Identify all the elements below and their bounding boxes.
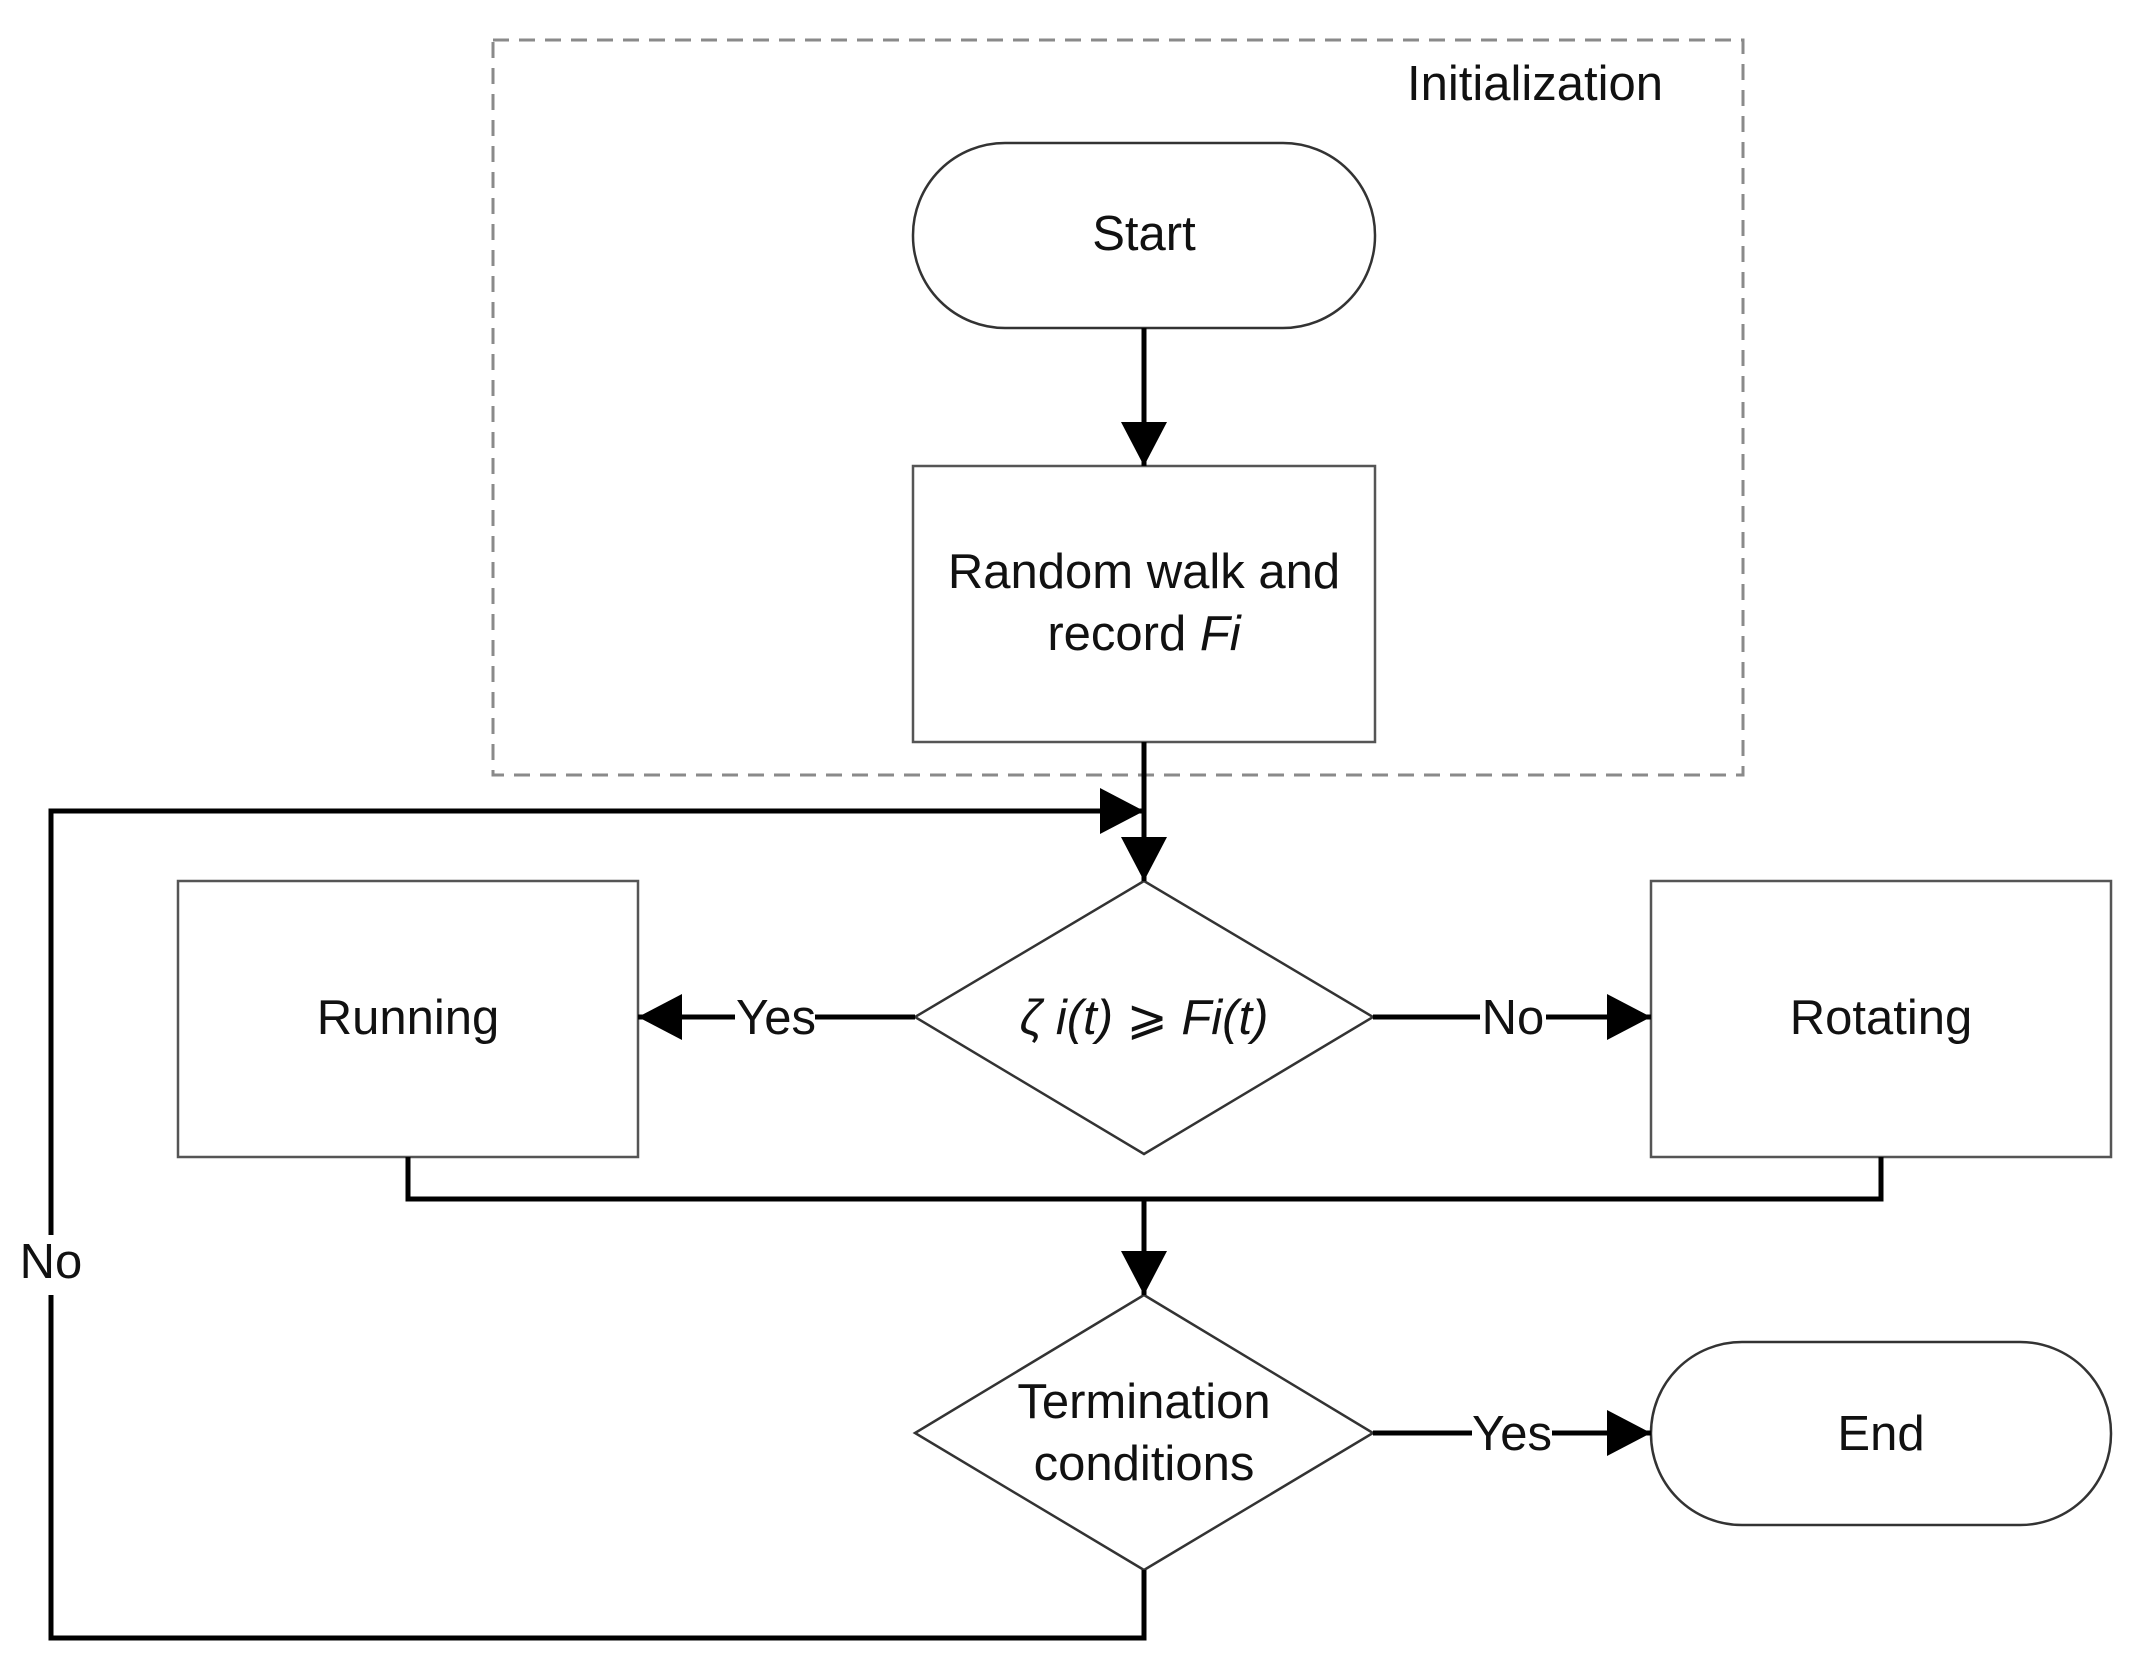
random-walk-node: [911, 464, 1377, 744]
initialization-label: Initialization: [1407, 57, 1663, 111]
termination-line2: conditions: [1034, 1437, 1255, 1491]
arrow-termination-no-loop: [48, 788, 1147, 1641]
edge-label-yes-running: Yes: [736, 991, 816, 1045]
termination-line1: Termination: [1017, 1375, 1270, 1429]
initialization-group: [491, 38, 1745, 777]
edge-label-yes-end: Yes: [1472, 1407, 1552, 1461]
random-walk-line2: record Fi: [1047, 607, 1241, 661]
edge-label-no-rotating: No: [1482, 991, 1545, 1045]
condition-decision: [912, 879, 1376, 1156]
start-label: Start: [1092, 207, 1196, 261]
end-label: End: [1837, 1407, 1924, 1461]
running-label: Running: [317, 991, 500, 1045]
random-walk-line1: Random walk and: [948, 545, 1340, 599]
merge-line: [405, 1157, 1884, 1202]
condition-label: ζ i(t) ⩾ Fi(t): [1020, 991, 1269, 1045]
running-node: [176, 879, 640, 1159]
termination-decision: [912, 1293, 1376, 1572]
rotating-label: Rotating: [1790, 991, 1973, 1045]
edge-label-no-loop: No: [20, 1235, 83, 1289]
